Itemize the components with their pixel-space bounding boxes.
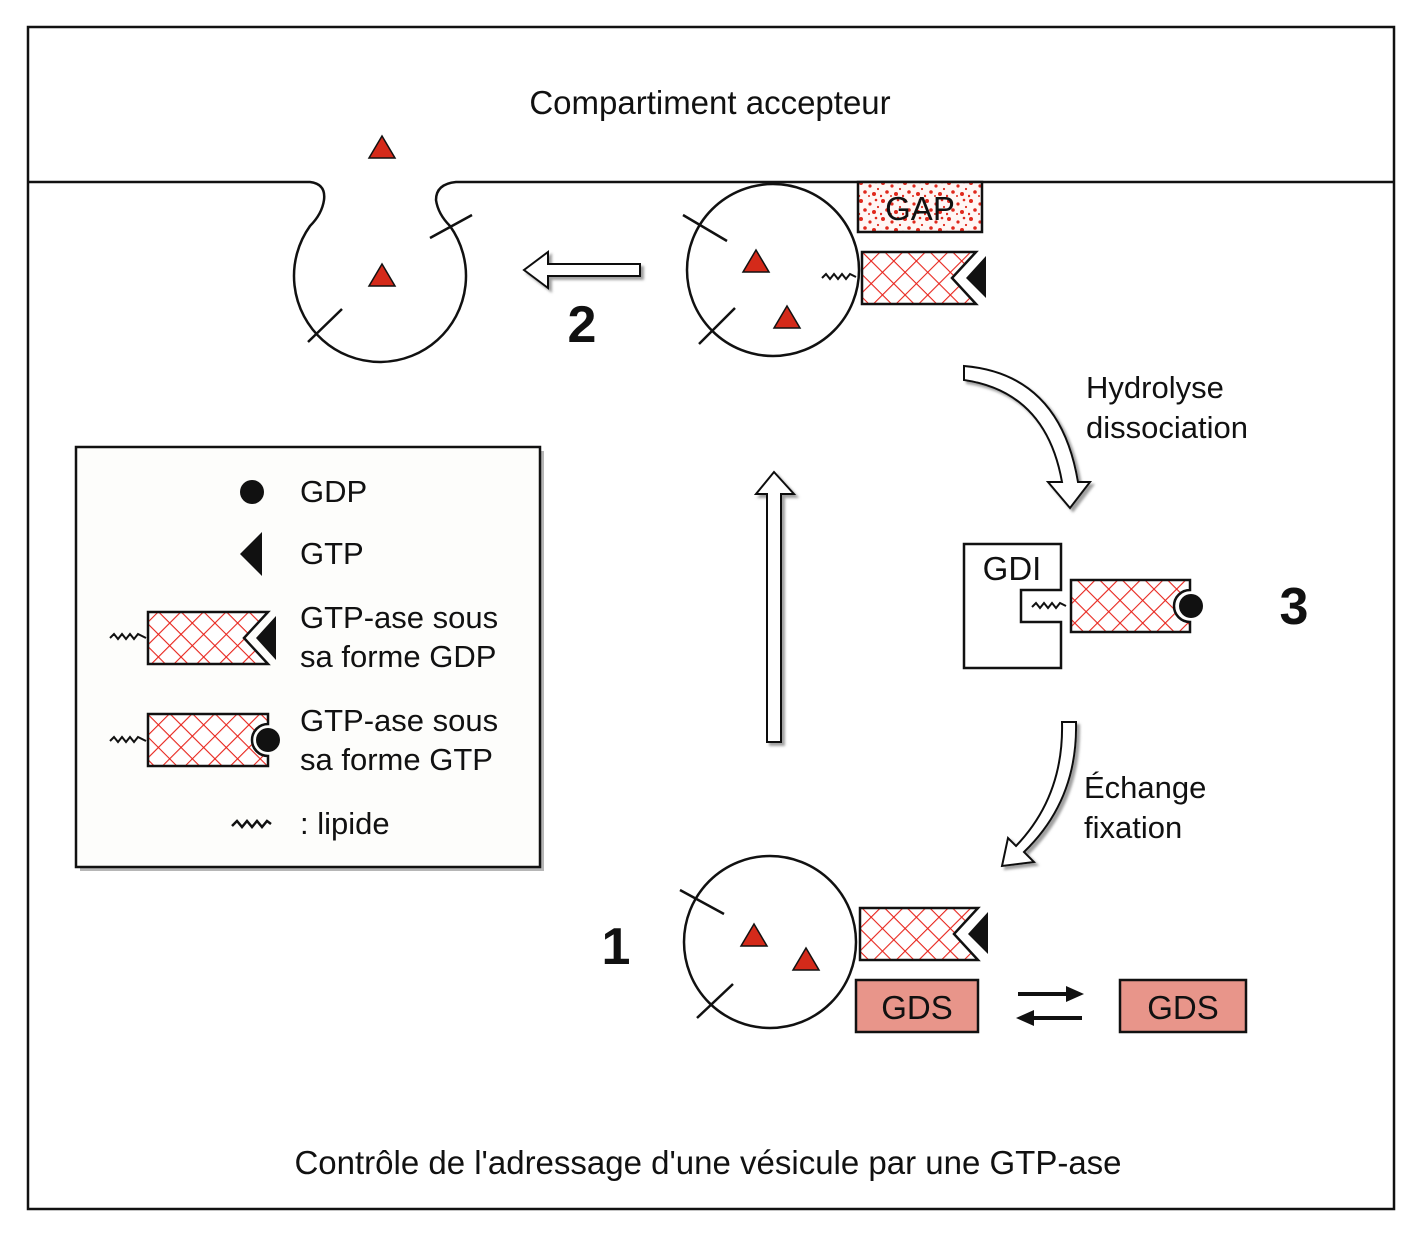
gdi-label: GDI (983, 550, 1042, 587)
cargo-triangle (739, 922, 769, 947)
lipid-icon (109, 632, 147, 641)
arrow-step2-left (522, 250, 641, 290)
gds-free-box (1118, 978, 1248, 1034)
gtpase-gtp-form (860, 250, 986, 306)
arrow-hydrolysis (963, 364, 1093, 510)
outer-frame (26, 25, 1396, 1211)
step-2-label: 2 (568, 296, 597, 354)
gtpase-gdp-form-icon (146, 610, 276, 666)
gdp-circle-icon (1179, 594, 1203, 618)
legend-gdp-form-line2: sa forme GDP (300, 639, 496, 674)
lipid-icon (109, 735, 147, 744)
v-snare-marker (679, 888, 725, 916)
gtpase-gtp-form-icon (146, 712, 280, 768)
cargo-triangle (772, 304, 802, 329)
equilibrium-arrows-icon (1016, 986, 1084, 1026)
step-1-label: 1 (602, 918, 631, 976)
gap-label: GAP (885, 190, 955, 227)
legend: GDP GTP GTP-ase sous sa forme GDP GTP-as… (74, 445, 544, 871)
echange-label: Échange (1084, 770, 1206, 805)
gtpase-gdp-form (1069, 578, 1203, 634)
step-3-label: 3 (1280, 578, 1309, 636)
v-snare-marker (307, 308, 343, 343)
gap-protein-box (856, 180, 984, 234)
fixation-label: fixation (1084, 810, 1182, 845)
vesicle-step1 (682, 854, 858, 1030)
v-snare-marker (429, 213, 473, 240)
gtp-triangle-icon (968, 912, 988, 954)
arrow-exchange (1000, 721, 1078, 868)
legend-gdp-label: GDP (300, 474, 367, 509)
v-snare-marker (696, 983, 734, 1019)
gds-bound-box (854, 978, 980, 1034)
lipid-anchor (1031, 601, 1067, 610)
gtp-triangle-icon (240, 532, 262, 576)
legend-lipid-label: : lipide (300, 806, 390, 841)
lipid-icon (231, 819, 272, 829)
legend-gtp-label: GTP (300, 536, 364, 571)
figure-caption: Contrôle de l'adressage d'une vésicule p… (294, 1144, 1121, 1181)
cargo-triangle-released (367, 134, 397, 159)
hydrolyse-label: Hydrolyse (1086, 370, 1224, 405)
cargo-triangle (741, 248, 771, 273)
legend-gtp-form-line1: GTP-ase sous (300, 703, 498, 738)
cargo-triangle (791, 946, 821, 971)
lipid-anchor (821, 272, 857, 281)
gtp-triangle-icon (966, 256, 986, 298)
legend-gdp-form-line1: GTP-ase sous (300, 600, 498, 635)
acceptor-membrane (28, 180, 1394, 364)
dissociation-label: dissociation (1086, 410, 1248, 445)
gdi-protein-box (962, 542, 1063, 670)
legend-gtp-form-line2: sa forme GTP (300, 742, 493, 777)
gds-bound-label: GDS (881, 989, 953, 1026)
acceptor-compartment-label: Compartiment accepteur (529, 84, 890, 121)
arrow-step1-to-step2 (753, 470, 797, 743)
v-snare-marker (682, 213, 728, 243)
v-snare-marker (698, 307, 736, 345)
gds-free-label: GDS (1147, 989, 1219, 1026)
gdp-circle-icon (240, 480, 264, 504)
cargo-triangle-fusing (367, 262, 397, 287)
gtpase-gtp-form-step1 (858, 906, 988, 962)
